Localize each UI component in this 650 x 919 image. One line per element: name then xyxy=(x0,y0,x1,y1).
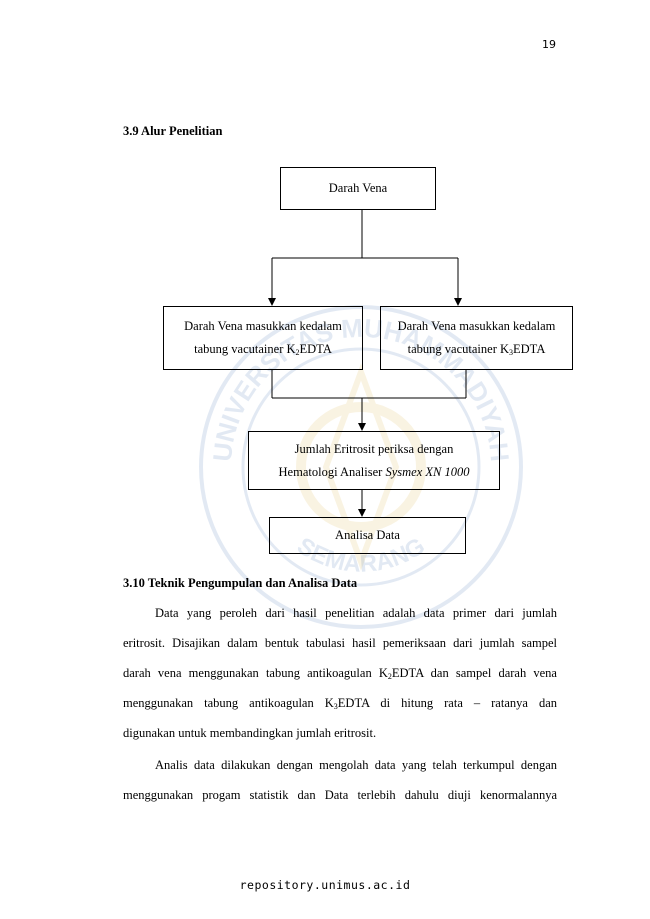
flow-box-jumlah-eritrosit-line1: Jumlah Eritrosit periksa dengan xyxy=(294,441,454,456)
flow-box-analisa-data: Analisa Data xyxy=(269,517,466,554)
flow-box-analisa-data-label: Analisa Data xyxy=(335,528,400,542)
paragraph-1: Data yang peroleh dari hasil penelitian … xyxy=(123,598,557,748)
paragraph-2-line-1: Analis data dilakukan dengan mengolah da… xyxy=(155,758,557,772)
paragraph-2-line-2: menggunakan progam statistik dan Data te… xyxy=(123,788,557,802)
paragraph-1-line-1: Data yang peroleh dari hasil penelitian … xyxy=(155,606,557,620)
flow-box-jumlah-eritrosit-line2: Hematologi Analiser Sysmex XN 1000 xyxy=(278,464,470,479)
paragraph-1-line-2: eritrosit. Disajikan dalam bentuk tabula… xyxy=(123,636,557,650)
flow-box-darah-vena: Darah Vena xyxy=(280,167,436,210)
page-number: 19 xyxy=(542,38,556,51)
flow-box-k2edta: Darah Vena masukkan kedalam tabung vacut… xyxy=(163,306,363,370)
flow-box-darah-vena-label: Darah Vena xyxy=(328,181,388,195)
paragraph-1-line-5: digunakan untuk membandingkan jumlah eri… xyxy=(123,726,377,740)
footer-repository-url: repository.unimus.ac.id xyxy=(239,878,411,892)
flow-box-k2edta-line1: Darah Vena masukkan kedalam xyxy=(184,319,342,333)
paragraph-1-line-3: darah vena menggunakan tabung antikoagul… xyxy=(123,666,557,681)
paragraph-2: Analis data dilakukan dengan mengolah da… xyxy=(123,750,557,810)
section-heading-3-10: 3.10 Teknik Pengumpulan dan Analisa Data xyxy=(123,576,358,590)
flow-box-k3edta: Darah Vena masukkan kedalam tabung vacut… xyxy=(380,306,573,370)
flow-box-k3edta-line2: tabung vacutainer K3EDTA xyxy=(407,342,546,357)
paragraph-1-line-4: menggunakan tabung antikoagulan K3EDTA d… xyxy=(123,696,557,711)
flow-box-k3edta-line1: Darah Vena masukkan kedalam xyxy=(397,319,556,333)
flow-box-jumlah-eritrosit: Jumlah Eritrosit periksa dengan Hematolo… xyxy=(248,431,500,490)
university-seal-watermark: UNIVERSITAS MUHAMMADIYAH SEMARANG xyxy=(199,305,523,629)
section-heading-3-9: 3.9 Alur Penelitian xyxy=(123,124,223,138)
flow-box-k2edta-line2: tabung vacutainer K2EDTA xyxy=(194,342,332,357)
